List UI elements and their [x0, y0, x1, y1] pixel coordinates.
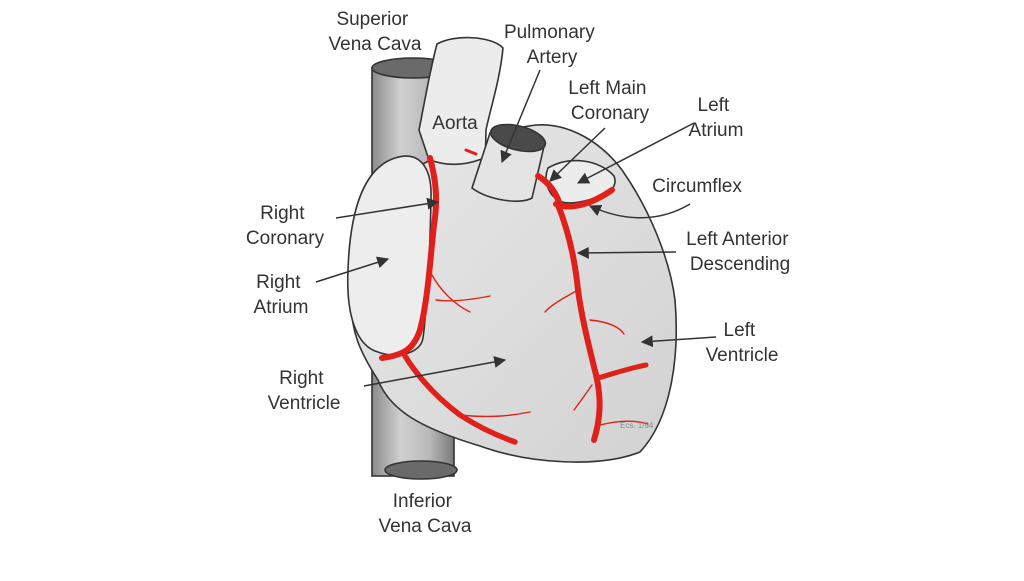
pulmonary-artery-arrow [500, 69, 541, 164]
right-coronary-artery [379, 155, 440, 361]
superior-vena-cava-label: Superior Vena Cava [329, 9, 422, 55]
left-main-coronary-arrow [549, 127, 606, 182]
left-atrium-arrow [576, 122, 695, 184]
labels: Superior Vena Cava Pulmonary Artery Left… [246, 9, 794, 537]
right-coronary-arrow [335, 197, 440, 219]
left-main-coronary-label: Left Main Coronary [568, 78, 651, 124]
pointer-arrows [315, 69, 717, 387]
right-atrium-label: Right Atrium [254, 272, 309, 318]
circumflex-arrow [588, 203, 691, 219]
left-anterior-descending-artery [555, 202, 603, 443]
left-main-coronary-artery [535, 173, 563, 208]
inferior-vena-cava-opening [384, 460, 458, 480]
right-atrium-arrow [315, 256, 390, 283]
artist-signature: Ecs. 1/94 [620, 421, 654, 430]
coronary-arteries [379, 148, 649, 445]
right-coronary-label: Right Coronary [246, 203, 325, 249]
pulmonary-artery-label: Pulmonary Artery [504, 22, 600, 68]
right-ventricle-arrow [363, 356, 507, 387]
aorta-shape [418, 36, 504, 173]
circumflex-label: Circumflex [652, 176, 742, 197]
pulmonary-artery-shape [471, 123, 547, 202]
left-anterior-descending-label: Left Anterior Descending [686, 229, 794, 275]
left-atrium-label: Left Atrium [689, 95, 744, 141]
left-ventricle-label: Left Ventricle [706, 320, 779, 366]
aorta-label: Aorta [432, 113, 478, 134]
inferior-vena-cava-label: Inferior Vena Cava [379, 491, 472, 537]
right-ventricle-label: Right Ventricle [268, 368, 341, 414]
left-ventricle-arrow [640, 335, 717, 348]
left-anterior-descending-arrow [576, 246, 677, 259]
